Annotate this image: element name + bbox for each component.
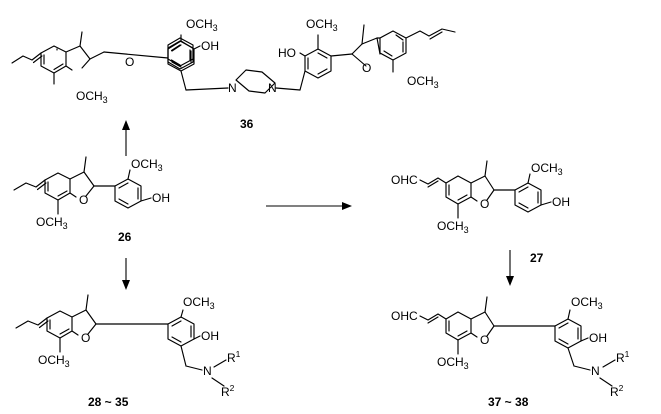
compound-27-atom-labels: OHC OCH3 OH O OCH3 27 xyxy=(391,161,570,265)
ohc-label: OHC xyxy=(391,309,418,323)
compounds-28-35-number: 28 ~ 35 xyxy=(88,395,129,409)
arrow-27-to-37-38 xyxy=(506,250,514,286)
n-label: N xyxy=(591,364,600,378)
compounds-37-38-number: 37 ~ 38 xyxy=(488,395,529,409)
furan-o-label: O xyxy=(480,197,489,211)
och3-label: OCH3 xyxy=(131,157,163,173)
och3-label: OCH3 xyxy=(36,215,68,231)
compound-36-atom-labels: OCH3 OH O OCH3 N N OCH3 HO O OCH3 36 xyxy=(76,17,439,131)
r1-label: R1 xyxy=(616,349,630,365)
och3-label: OCH3 xyxy=(183,295,215,311)
compound-36-number: 36 xyxy=(240,117,254,131)
och3-label: OCH3 xyxy=(186,17,218,33)
r2-label: R2 xyxy=(610,383,624,399)
furan-o-label: O xyxy=(480,333,489,347)
r2-label: R2 xyxy=(221,383,235,399)
arrow-26-to-28-35 xyxy=(122,258,130,290)
compound-26-structure xyxy=(13,156,152,215)
och3-label: OCH3 xyxy=(531,161,563,177)
furan-o-label: O xyxy=(79,193,88,207)
compounds-37-38-atom-labels: OHC OCH3 OH O OCH3 N R1 R2 37 ~ 38 xyxy=(391,295,630,409)
compounds-37-38-structure xyxy=(419,296,616,387)
compounds-28-35-structure xyxy=(15,294,227,387)
compound-36-structure xyxy=(11,24,456,94)
furan-o-label: O xyxy=(362,61,371,75)
och3-label: OCH3 xyxy=(306,17,338,33)
ho-label: HO xyxy=(278,46,296,60)
oh-label: OH xyxy=(152,191,170,205)
compound-27-number: 27 xyxy=(530,251,544,265)
furan-o-label: O xyxy=(125,55,134,69)
oh-label: OH xyxy=(201,329,219,343)
och3-label: OCH3 xyxy=(437,355,469,371)
n-label: N xyxy=(268,81,277,95)
arrow-26-to-36 xyxy=(122,120,130,156)
oh-label: OH xyxy=(552,195,570,209)
n-label: N xyxy=(203,364,212,378)
och3-label: OCH3 xyxy=(571,295,603,311)
och3-label: OCH3 xyxy=(38,353,70,369)
oh-label: OH xyxy=(201,39,219,53)
r1-label: R1 xyxy=(227,349,241,365)
och3-label: OCH3 xyxy=(76,89,108,105)
arrow-26-to-27 xyxy=(266,202,352,210)
ohc-label: OHC xyxy=(391,173,418,187)
n-label: N xyxy=(228,81,237,95)
oh-label: OH xyxy=(589,331,607,345)
compound-27-structure xyxy=(419,160,552,219)
furan-o-label: O xyxy=(81,331,90,345)
och3-label: OCH3 xyxy=(407,74,439,90)
compounds-28-35-atom-labels: OCH3 OH O OCH3 N R1 R2 28 ~ 35 xyxy=(38,295,241,409)
compound-26-number: 26 xyxy=(118,230,132,244)
och3-label: OCH3 xyxy=(437,219,469,235)
compound-26-atom-labels: OCH3 OH O OCH3 26 xyxy=(36,157,170,244)
